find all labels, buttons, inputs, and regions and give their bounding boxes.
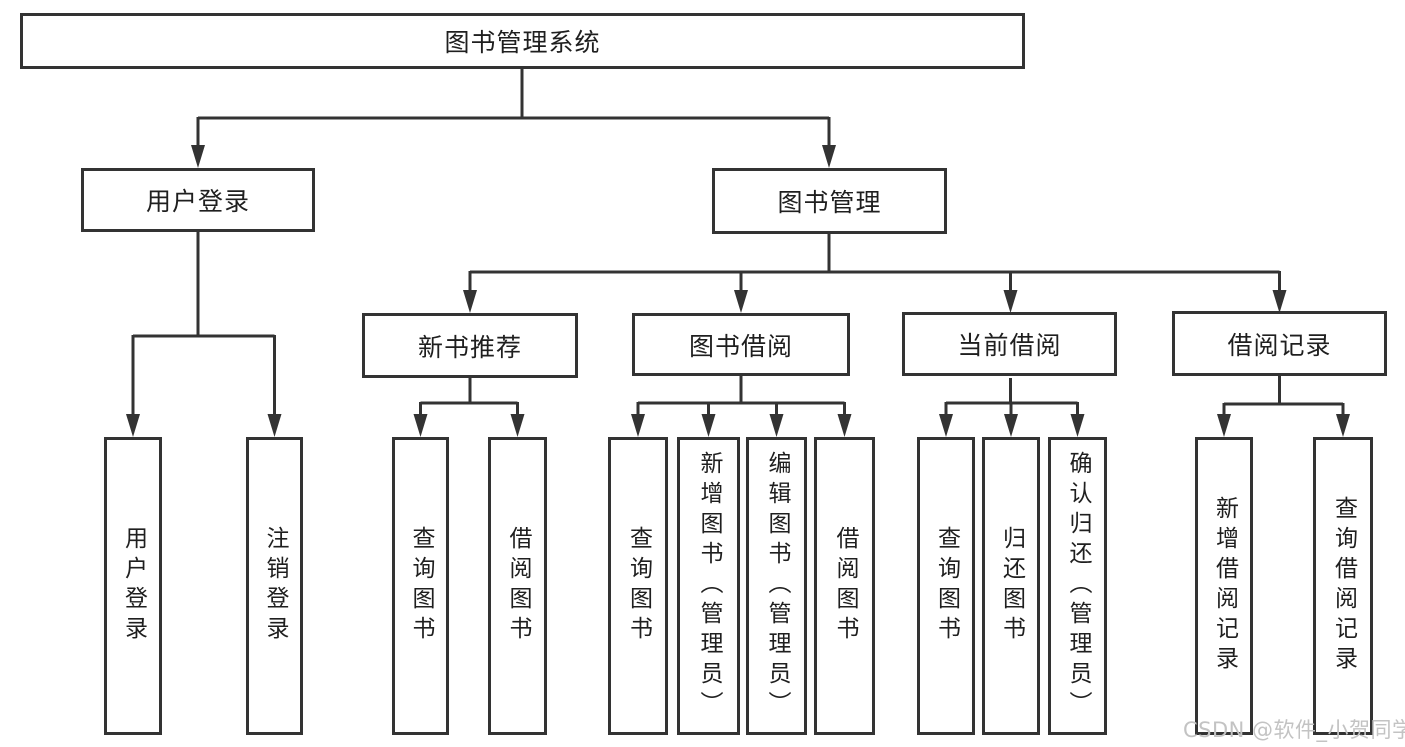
leaf-edit-book-admin: 编辑图书（管理员）: [746, 437, 807, 735]
node-user-login-group: 用户登录: [81, 168, 315, 232]
node-borrowing-records: 借阅记录: [1172, 311, 1387, 376]
leaf-borrow-book: 借阅图书: [814, 437, 875, 735]
node-new-book-recommendation: 新书推荐: [362, 313, 578, 378]
leaf-user-login: 用户登录: [104, 437, 162, 735]
connector-current-subtree: [944, 378, 1079, 418]
node-book-borrowing: 图书借阅: [632, 313, 850, 376]
node-current-borrowing: 当前借阅: [902, 312, 1117, 376]
connector-bookmgmt-to-level2: [468, 234, 1281, 294]
leaf-confirm-return-admin: 确认归还（管理员）: [1048, 437, 1107, 735]
arrowheads: [126, 145, 1350, 437]
connector-records-subtree: [1222, 376, 1345, 418]
connector-newbook-subtree: [419, 378, 519, 418]
leaf-borrow-book-recommend: 借阅图书: [488, 437, 547, 735]
watermark-text: CSDN @软件_小贺同学: [1183, 718, 1405, 742]
leaf-add-borrow-record: 新增借阅记录: [1195, 437, 1253, 735]
leaf-query-borrow-record: 查询借阅记录: [1313, 437, 1373, 735]
leaf-query-book-borrowing: 查询图书: [608, 437, 668, 735]
leaf-logout: 注销登录: [246, 437, 303, 735]
leaf-return-book: 归还图书: [982, 437, 1040, 735]
leaf-add-book-admin: 新增图书（管理员）: [677, 437, 740, 735]
leaf-query-book-recommend: 查询图书: [392, 437, 449, 735]
connector-userlogin-subtree: [131, 232, 276, 418]
leaf-query-book-current: 查询图书: [917, 437, 975, 735]
node-book-management: 图书管理: [712, 168, 947, 234]
connector-root-to-level1: [196, 69, 831, 150]
node-library-management-system: 图书管理系统: [20, 13, 1025, 69]
connector-borrow-subtree: [636, 376, 846, 418]
